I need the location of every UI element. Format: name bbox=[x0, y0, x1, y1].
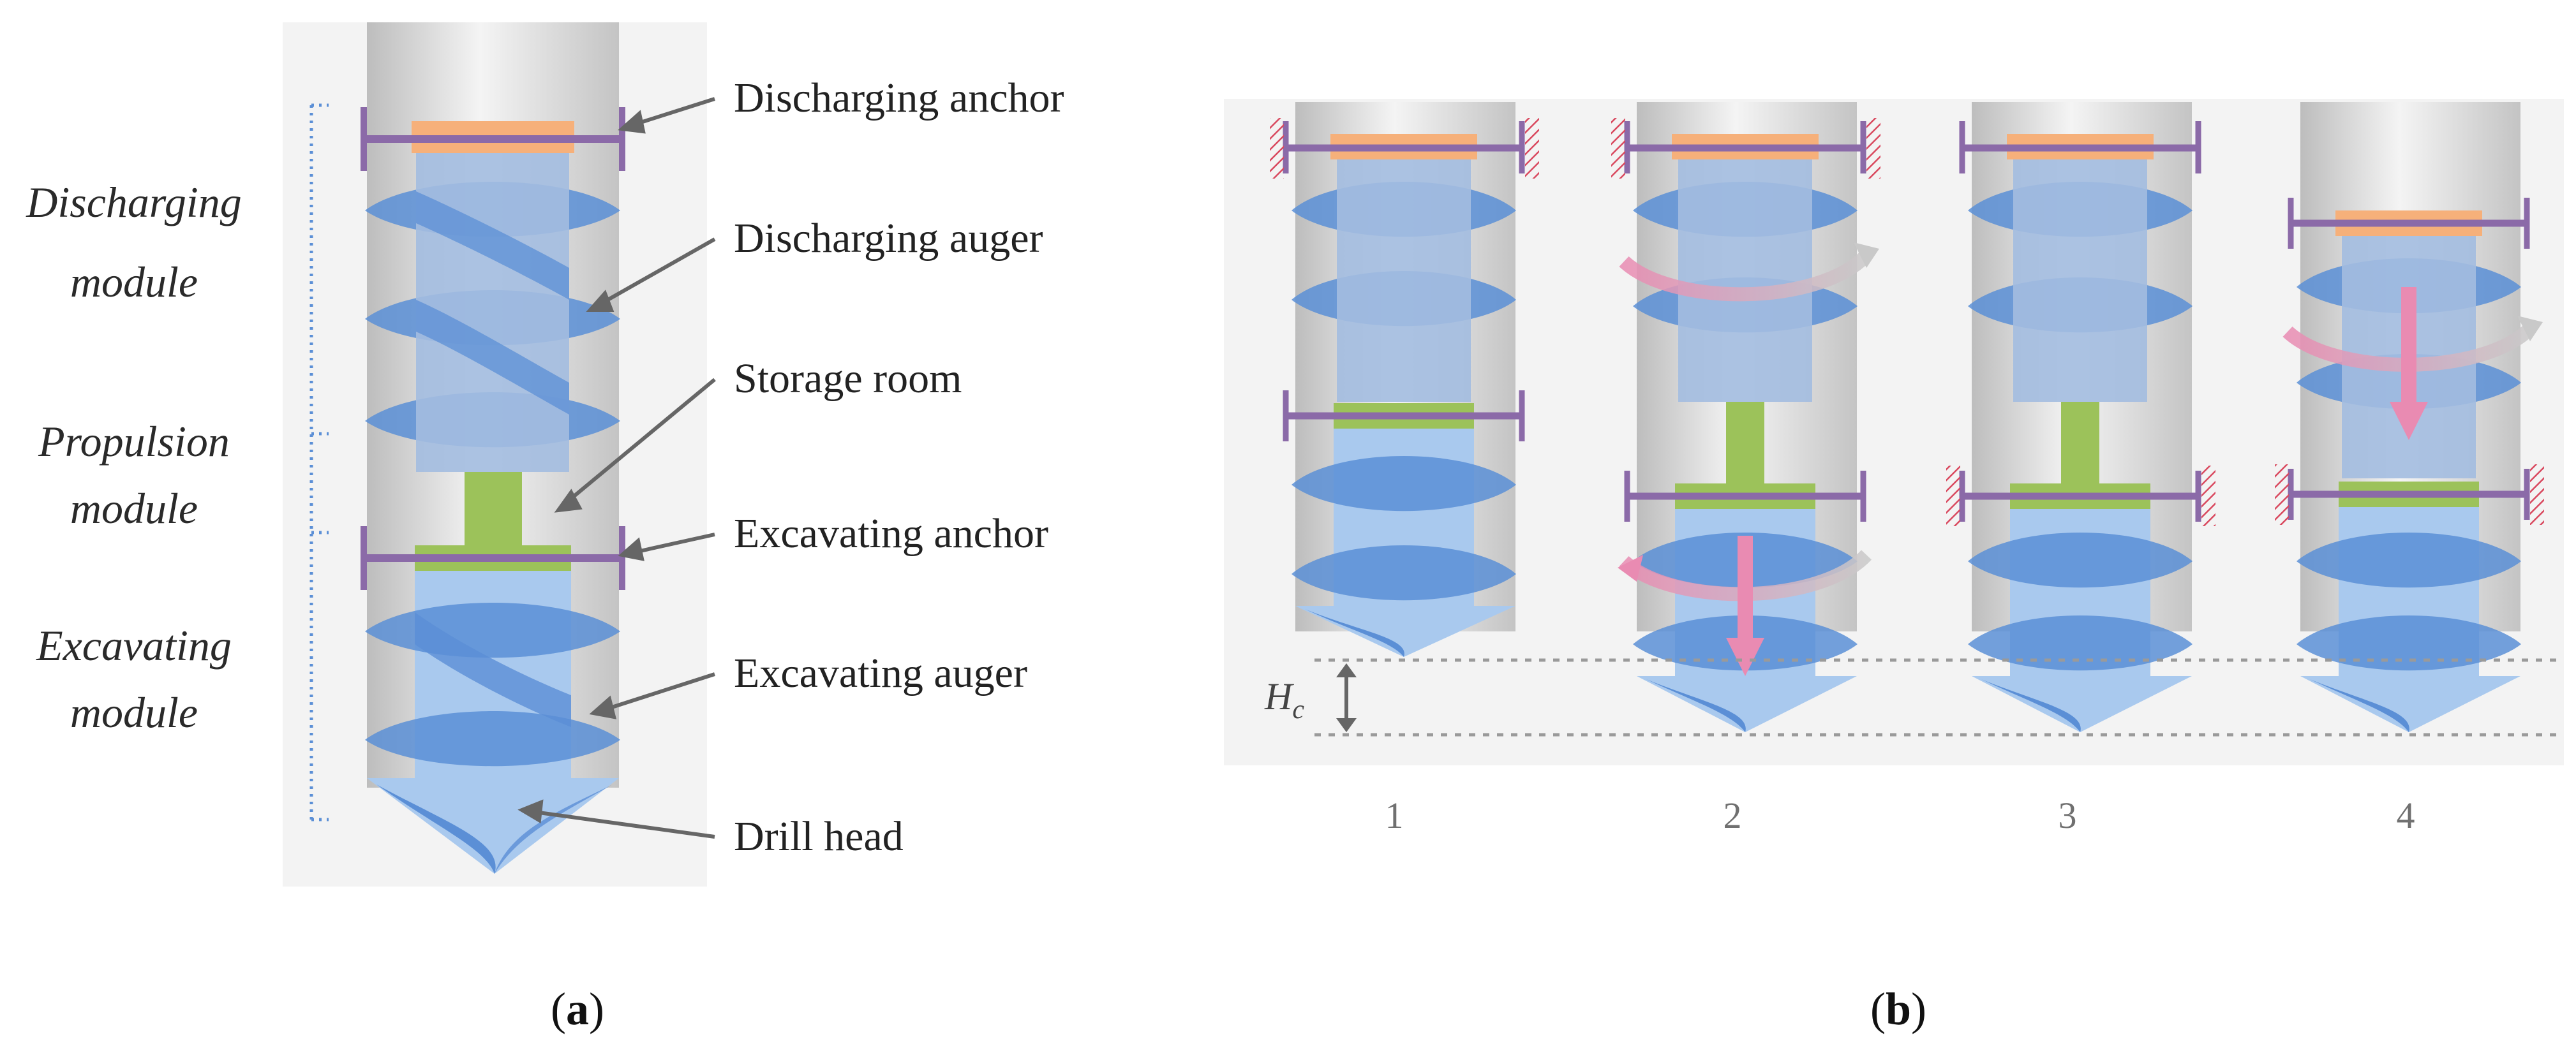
label-excavating-anchor: Excavating anchor bbox=[734, 510, 1048, 557]
module-label-discharging-line1: Discharging bbox=[26, 178, 241, 226]
module-label-excavating-line1: Excavating bbox=[36, 621, 232, 670]
panel-b: Hc 1 2 3 4 bbox=[1224, 99, 2564, 836]
module-label-discharging-line2: module bbox=[70, 258, 198, 306]
caption-b-open: ( bbox=[1870, 983, 1886, 1035]
excavating-anchor bbox=[361, 526, 625, 590]
module-label-propulsion-line1: Propulsion bbox=[38, 417, 230, 466]
panel-a: Discharging module Propulsion module Exc… bbox=[26, 22, 1064, 887]
step-number-1: 1 bbox=[1385, 795, 1404, 836]
step-number-4: 4 bbox=[2397, 795, 2415, 836]
step-1-robot bbox=[1270, 102, 1539, 657]
hc-dimension bbox=[1314, 658, 2559, 737]
label-drill-head: Drill head bbox=[734, 813, 904, 860]
label-discharging-auger: Discharging auger bbox=[734, 215, 1043, 261]
caption-a-close: ) bbox=[589, 983, 604, 1035]
storage-room bbox=[465, 472, 522, 545]
step-2-robot bbox=[1611, 102, 1880, 732]
step-4-robot bbox=[2275, 102, 2544, 732]
label-excavating-auger: Excavating auger bbox=[734, 650, 1027, 696]
module-label-excavating-line2: module bbox=[70, 688, 198, 737]
step-3-robot bbox=[1946, 102, 2215, 732]
caption-a: (a) bbox=[551, 983, 604, 1035]
module-label-propulsion-line2: module bbox=[70, 484, 198, 533]
label-storage-room: Storage room bbox=[734, 355, 962, 402]
hc-subscript: c bbox=[1292, 695, 1304, 725]
hc-label: Hc bbox=[1264, 675, 1304, 725]
drill-head bbox=[367, 778, 619, 874]
discharging-anchor bbox=[361, 107, 625, 171]
module-bracket bbox=[309, 103, 329, 821]
caption-b: (b) bbox=[1870, 983, 1926, 1035]
caption-b-letter: b bbox=[1886, 983, 1911, 1035]
caption-b-close: ) bbox=[1911, 983, 1926, 1035]
caption-a-open: ( bbox=[551, 983, 566, 1035]
label-discharging-anchor: Discharging anchor bbox=[734, 75, 1064, 121]
step-number-2: 2 bbox=[1724, 795, 1742, 836]
excavating-auger bbox=[365, 571, 620, 788]
leader-arrows bbox=[517, 97, 716, 839]
discharging-auger bbox=[365, 153, 620, 472]
caption-a-letter: a bbox=[566, 983, 589, 1035]
step-number-3: 3 bbox=[2059, 795, 2077, 836]
hc-symbol: H bbox=[1264, 675, 1295, 718]
